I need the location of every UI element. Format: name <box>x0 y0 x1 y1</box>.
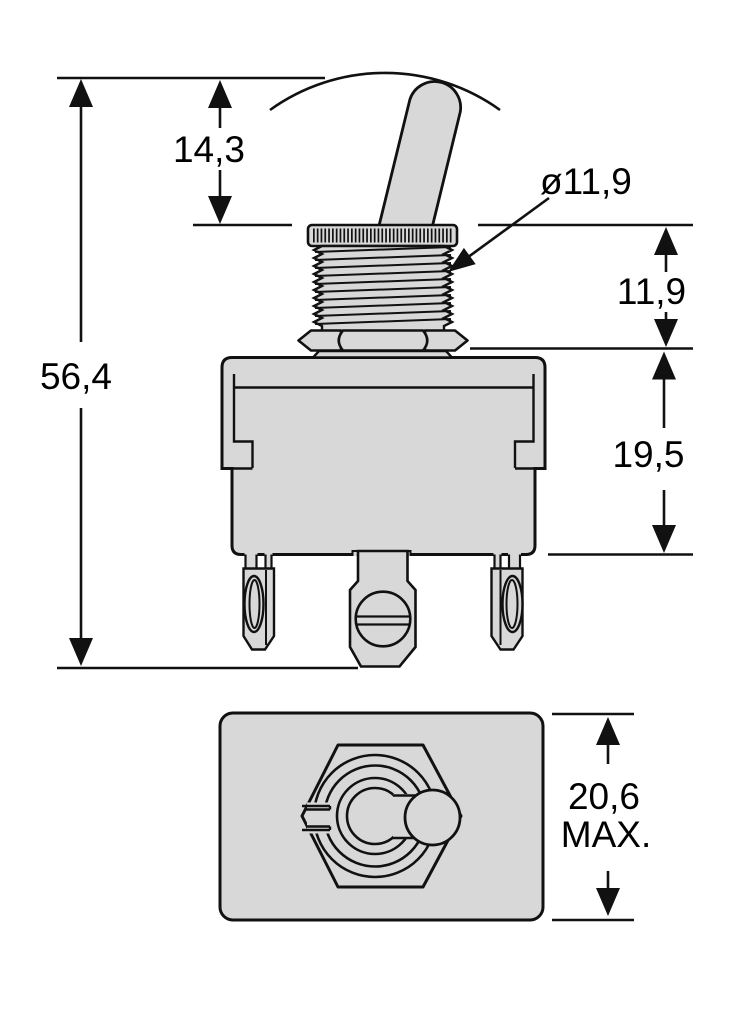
screw-head <box>354 590 412 648</box>
hex-nut-left-facet <box>297 329 343 352</box>
leader-arrow-icon <box>448 247 476 272</box>
terminal-left <box>242 551 276 651</box>
dim-total-height: 56,4 <box>40 79 112 666</box>
arrow-down-icon <box>654 319 678 347</box>
terminal-right <box>490 551 524 651</box>
hex-nut-right-facet <box>423 329 469 352</box>
thread-crests <box>314 246 452 325</box>
side-view <box>220 71 547 668</box>
arrow-down-icon <box>69 638 93 666</box>
lever-swing-arc <box>269 71 501 112</box>
arrow-down-icon <box>652 525 676 553</box>
arrow-down-icon <box>596 888 620 916</box>
toggle-lever <box>376 80 463 234</box>
dim-panel-size: 20,6 MAX. <box>552 712 651 922</box>
dim-body-height: 19,5 <box>612 351 685 553</box>
dim-bushing-height: 11,9 <box>617 227 686 347</box>
arrow-up-icon <box>208 80 232 108</box>
bottom-view <box>218 711 545 922</box>
terminal-right-slot-inner <box>505 579 519 629</box>
dim-lever-height: 14,3 <box>173 80 245 224</box>
dim-bushing-diameter: ø11,9 <box>448 161 632 272</box>
switch-body <box>220 356 547 556</box>
hex-nut-center-facet <box>337 329 429 352</box>
arrow-down-icon <box>208 196 232 224</box>
hex-nut <box>297 329 469 352</box>
dim-label-lever-height: 14,3 <box>173 129 245 170</box>
dim-label-total-height: 56,4 <box>40 356 112 397</box>
threaded-bushing <box>311 244 455 333</box>
dim-label-bushing-height: 11,9 <box>617 271 686 312</box>
lever-knob <box>403 788 462 847</box>
body-left-latch <box>232 374 254 470</box>
lever-top-view <box>393 788 462 847</box>
dim-label-body-height: 19,5 <box>612 434 684 475</box>
dim-label-bushing-diameter: ø11,9 <box>540 161 632 202</box>
body-right-latch <box>513 374 535 470</box>
dim-label-panel-size: 20,6 <box>568 776 640 817</box>
dim-label-panel-size-qualifier: MAX. <box>561 814 651 855</box>
arrow-up-icon <box>654 227 678 255</box>
arrow-up-icon <box>596 717 620 745</box>
keyway-slot-fill <box>307 802 333 834</box>
arrow-up-icon <box>652 351 676 380</box>
terminal-left-slot <box>243 574 265 634</box>
lock-washer <box>310 349 455 359</box>
arrow-up-icon <box>69 79 93 107</box>
terminal-center <box>348 549 417 668</box>
knurled-nut <box>306 223 459 248</box>
terminal-left-slot-inner <box>248 579 261 629</box>
keyway-slot <box>302 804 332 832</box>
